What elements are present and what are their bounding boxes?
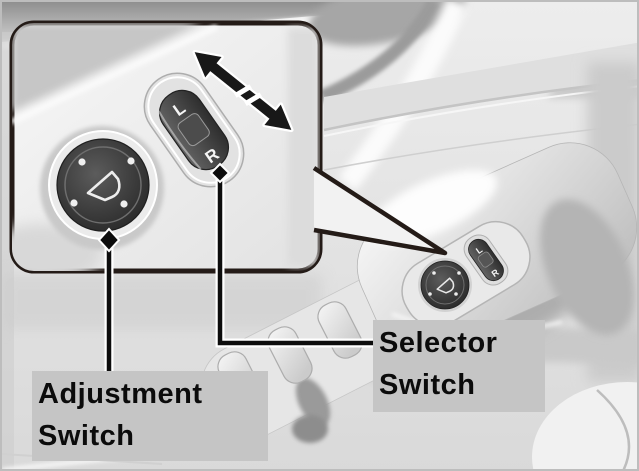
- adjustment-dot: [70, 199, 78, 207]
- door-adjustment-switch: [418, 258, 472, 312]
- diamond-marker-adjustment: [97, 227, 121, 253]
- adjustment-switch-label-line2: Switch: [38, 420, 135, 452]
- callout-selector-switch: L R: [143, 72, 245, 188]
- callout-adjustment-switch: [48, 130, 158, 240]
- mirror-icon: [436, 277, 455, 294]
- callout-box: L R: [9, 20, 323, 274]
- selector-r-label: R: [490, 267, 501, 279]
- callout-pointer-wedge: [312, 166, 448, 256]
- selector-switch-label-line2: Switch: [379, 369, 476, 401]
- door-selector-switch: L R: [463, 234, 509, 286]
- adjustment-dot: [120, 200, 128, 208]
- adjustment-dot: [78, 158, 86, 166]
- selector-switch-label: Selector Switch: [373, 320, 545, 412]
- door-mirror-switch-panel: L R: [401, 220, 531, 328]
- leader-line-selector: [215, 178, 374, 348]
- diamond-marker-selector: [209, 162, 231, 184]
- door-pull: [532, 382, 637, 469]
- selector-l-label: L: [474, 244, 485, 256]
- adjustment-switch-label-line1: Adjustment: [38, 378, 203, 410]
- adjustment-switch-label: Adjustment Switch: [32, 371, 268, 461]
- slide-direction-arrow-icon: [192, 49, 294, 133]
- mirror-icon: [86, 170, 121, 202]
- adjustment-dot: [127, 157, 135, 165]
- selector-switch-label-line1: Selector: [379, 327, 498, 359]
